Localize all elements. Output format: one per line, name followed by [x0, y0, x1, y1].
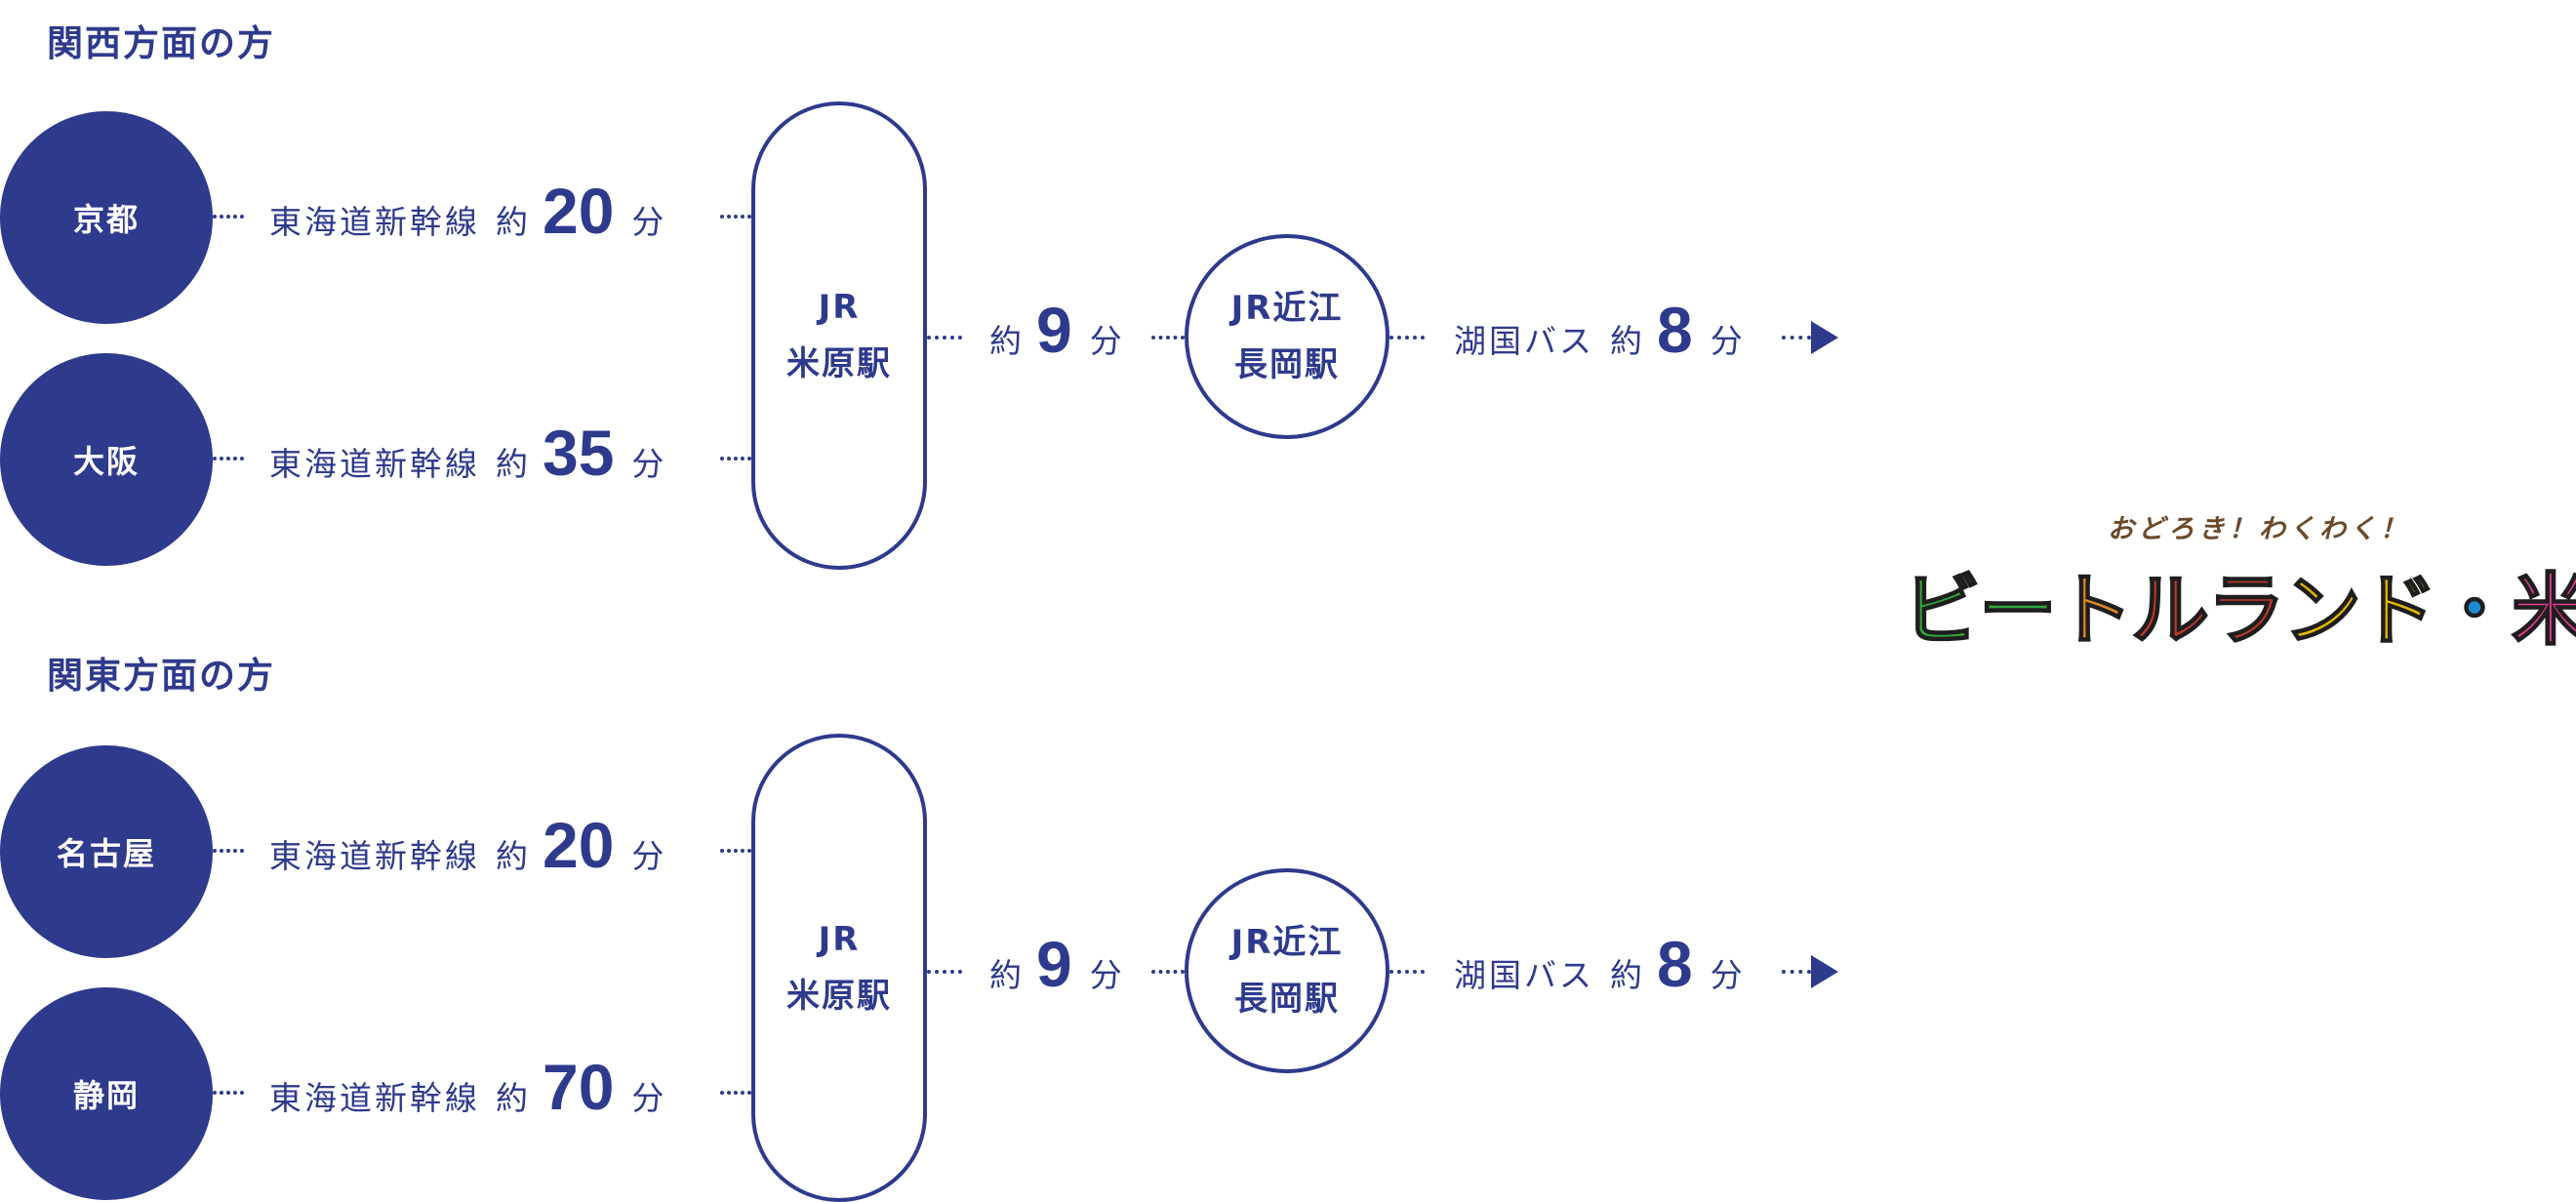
logo-char: ラ: [2206, 564, 2286, 657]
leg3-route: 湖国バス: [1454, 956, 1594, 994]
route-label-shizuoka: 東海道新幹線 約 70 分: [269, 1050, 666, 1124]
route-name: 東海道新幹線: [269, 1079, 480, 1117]
route-label-kyoto: 東海道新幹線 約 20 分: [269, 174, 666, 248]
route-minutes: 20: [543, 175, 615, 247]
connector-dots: [1389, 336, 1425, 340]
connector-dots: [1151, 336, 1185, 340]
connector-dots: [720, 457, 751, 461]
route-unit: 分: [631, 203, 667, 241]
logo-char: ル: [2130, 564, 2210, 657]
route-approx: 約: [496, 837, 531, 875]
leg3-unit: 分: [1710, 956, 1746, 994]
station-line2: 長岡駅: [1234, 345, 1340, 384]
leg2-minutes: 9: [1036, 294, 1072, 366]
leg3-minutes: 8: [1657, 294, 1693, 366]
route-minutes: 70: [543, 1051, 615, 1123]
leg3-label: 湖国バス 約 8 分: [1454, 293, 1746, 367]
connector-dots: [720, 215, 751, 219]
leg2-approx: 約: [989, 322, 1025, 360]
origin-circle-kyoto: 京都: [0, 111, 213, 324]
route-unit: 分: [631, 1079, 667, 1117]
arrow-right-icon: [1811, 955, 1838, 988]
route-unit: 分: [631, 445, 667, 483]
beetleland-logo: おどろき！わくわく！ ビートルランド・米原: [1902, 507, 2576, 661]
connector-dots: [1782, 336, 1811, 340]
station-omi-nagaoka: JR近江 長岡駅: [1185, 868, 1389, 1073]
hub-line1: JR: [818, 920, 861, 959]
logo-char: ビ: [1902, 564, 1982, 657]
leg3-label: 湖国バス 約 8 分: [1454, 927, 1746, 1001]
station-omi-nagaoka: JR近江 長岡駅: [1185, 234, 1389, 439]
leg3-route: 湖国バス: [1454, 322, 1594, 360]
logo-char: ・: [2435, 564, 2515, 657]
leg3-approx: 約: [1610, 956, 1645, 994]
section-title-kanto: 関東方面の方: [47, 655, 275, 697]
logo-char: ト: [2054, 564, 2134, 657]
logo-tagline: おどろき！わくわく！: [2108, 514, 2410, 544]
connector-dots: [213, 1091, 244, 1095]
connector-dots: [1389, 970, 1425, 974]
route-name: 東海道新幹線: [269, 203, 480, 241]
route-label-nagoya: 東海道新幹線 約 20 分: [269, 808, 666, 882]
origin-circle-shizuoka: 静岡: [0, 987, 213, 1200]
leg2-minutes: 9: [1036, 928, 1072, 1000]
connector-dots: [927, 970, 962, 974]
route-name: 東海道新幹線: [269, 837, 480, 875]
leg2-approx: 約: [989, 956, 1025, 994]
connector-dots: [720, 1091, 751, 1095]
route-approx: 約: [496, 1079, 531, 1117]
connector-dots: [213, 849, 244, 853]
route-label-osaka: 東海道新幹線 約 35 分: [269, 416, 666, 490]
connector-dots: [1782, 970, 1811, 974]
hub-maibara-station: JR 米原駅: [751, 734, 927, 1202]
leg2-label: 約 9 分: [989, 293, 1125, 367]
route-minutes: 35: [543, 417, 615, 489]
connector-dots: [213, 457, 244, 461]
connector-dots: [720, 849, 751, 853]
origin-circle-osaka: 大阪: [0, 353, 213, 566]
leg3-approx: 約: [1610, 322, 1645, 360]
leg2-label: 約 9 分: [989, 927, 1125, 1001]
logo-char: 米: [2511, 564, 2576, 657]
leg2-unit: 分: [1089, 956, 1125, 994]
connector-dots: [1151, 970, 1185, 974]
logo-char: ド: [2358, 564, 2438, 657]
leg3-minutes: 8: [1657, 928, 1693, 1000]
route-name: 東海道新幹線: [269, 445, 480, 483]
route-approx: 約: [496, 203, 531, 241]
hub-line2: 米原駅: [786, 977, 892, 1016]
hub-line1: JR: [818, 288, 861, 327]
logo-wordmark: ビートルランド・米原: [1902, 547, 2576, 661]
origin-circle-nagoya: 名古屋: [0, 745, 213, 958]
logo-char: ン: [2282, 564, 2362, 657]
leg3-unit: 分: [1710, 322, 1746, 360]
leg2-unit: 分: [1089, 322, 1125, 360]
connector-dots: [927, 336, 962, 340]
station-line2: 長岡駅: [1234, 980, 1340, 1019]
station-line1: JR近江: [1230, 289, 1344, 328]
hub-line2: 米原駅: [786, 344, 892, 383]
route-unit: 分: [631, 837, 667, 875]
hub-maibara-station: JR 米原駅: [751, 101, 927, 570]
arrow-right-icon: [1811, 321, 1838, 354]
station-line1: JR近江: [1230, 923, 1344, 962]
section-title-kansai: 関西方面の方: [47, 22, 275, 64]
connector-dots: [213, 215, 244, 219]
logo-char: ー: [1978, 564, 2058, 657]
route-approx: 約: [496, 445, 531, 483]
route-minutes: 20: [543, 809, 615, 881]
